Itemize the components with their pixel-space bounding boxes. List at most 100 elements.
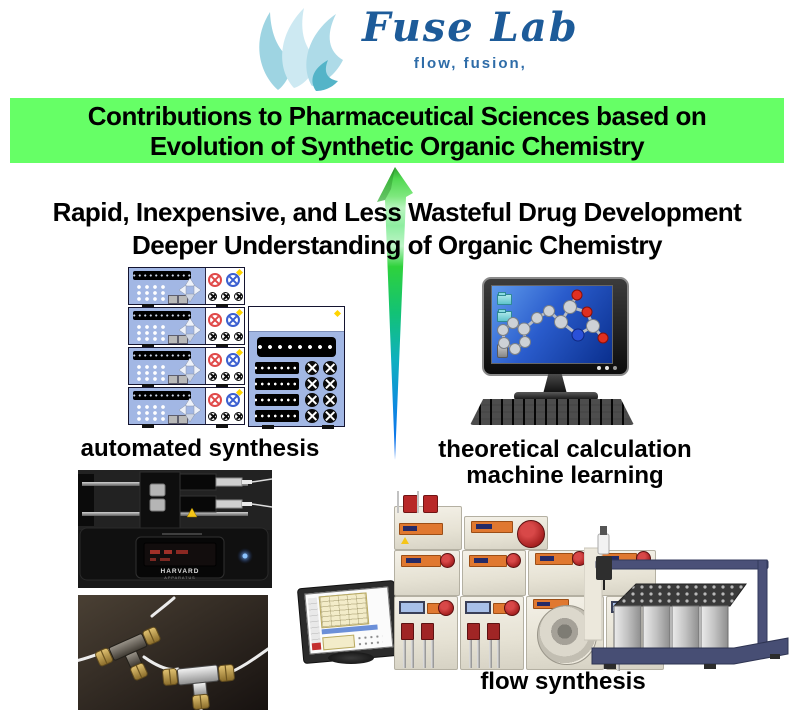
pump-button	[178, 415, 188, 424]
machine-learning-line: machine learning	[466, 462, 664, 489]
headline: Rapid, Inexpensive, and Less Wasteful Dr…	[0, 196, 794, 262]
pump-display	[133, 391, 191, 400]
valve-panel	[205, 348, 244, 384]
knob-icon	[305, 361, 319, 375]
syringe-pump-unit	[128, 307, 245, 345]
knob-icon	[323, 377, 337, 391]
knob-icon	[438, 600, 454, 616]
automated-synthesis-label: automated synthesis	[80, 435, 320, 462]
reagent-bottle	[423, 495, 438, 513]
pump-display	[133, 311, 191, 320]
theoretical-calculation-label: theoretical calculation machine learning	[415, 437, 715, 489]
controller-display	[255, 410, 299, 422]
warning-icon	[401, 537, 409, 544]
pump-button	[178, 295, 188, 304]
logo-text: Fuse Lab flow, fusion,	[362, 2, 579, 72]
valve-icon	[221, 332, 230, 341]
monitor-stand	[543, 374, 567, 394]
flow-pump-module	[394, 596, 458, 670]
jog-arrows-icon	[179, 358, 201, 382]
knob-icon	[440, 553, 455, 568]
monitor-base	[514, 392, 598, 401]
valve-icon	[221, 292, 230, 301]
valve-icon	[208, 332, 217, 341]
flow-module	[462, 550, 526, 596]
pump-keypad	[134, 363, 165, 381]
valve-icon	[234, 412, 243, 421]
knob-icon	[506, 553, 521, 568]
knob-icon	[305, 409, 319, 423]
syringe-pump-unit	[128, 387, 245, 425]
valve-icon	[208, 292, 217, 301]
flow-software-screen	[304, 586, 394, 655]
diamond-icon	[333, 309, 342, 318]
lcd-display	[465, 601, 491, 614]
flow-pump-module	[460, 596, 524, 670]
flow-module	[394, 550, 460, 596]
pump-keypad	[134, 403, 165, 421]
valve-panel	[205, 388, 244, 424]
fraction-collector-illustration	[584, 526, 789, 669]
knob-icon	[305, 377, 319, 391]
controller-display	[255, 362, 299, 374]
monitor-dot	[597, 366, 601, 370]
valve-icon	[234, 332, 243, 341]
flow-synthesis-illustration	[296, 491, 792, 672]
logo: Fuse Lab flow, fusion,	[250, 2, 579, 92]
valve-icon	[226, 353, 240, 367]
knob-icon	[504, 600, 520, 616]
valve-icon	[208, 313, 222, 327]
jog-arrows-icon	[179, 318, 201, 342]
banner-line-1: Contributions to Pharmaceutical Sciences…	[87, 101, 707, 131]
pump-button	[178, 335, 188, 344]
valve-icon	[234, 372, 243, 381]
pump-keypad	[134, 323, 165, 341]
valve-icon	[208, 412, 217, 421]
pump-brand-subtext: APPARATUS	[164, 576, 195, 580]
controller-top-panel	[249, 307, 344, 332]
pump-keypad	[134, 283, 165, 301]
pump-button	[168, 415, 178, 424]
flow-synthesis-label: flow synthesis	[480, 668, 646, 695]
headline-line-2: Deeper Understanding of Organic Chemistr…	[132, 230, 662, 260]
valve-icon	[208, 372, 217, 381]
molecule-model-icon	[497, 289, 609, 355]
valve-icon	[221, 412, 230, 421]
flow-module	[528, 550, 592, 596]
computer-screen	[491, 285, 613, 364]
banner: Contributions to Pharmaceutical Sciences…	[10, 98, 784, 163]
monitor-dot	[613, 366, 617, 370]
flow-module	[464, 516, 548, 550]
logo-title: Fuse Lab	[362, 4, 579, 51]
pump-brand-text: HARVARD	[161, 568, 200, 575]
valve-panel	[205, 308, 244, 344]
knob-icon	[323, 361, 337, 375]
folder-icon	[497, 292, 512, 305]
logo-tagline: flow, fusion,	[413, 55, 527, 72]
valve-icon	[208, 273, 222, 287]
knob-icon	[323, 409, 337, 423]
keyboard-illustration	[470, 399, 634, 425]
theoretical-calculation-line: theoretical calculation	[438, 436, 692, 463]
valve-icon	[221, 372, 230, 381]
monitor-dot	[605, 366, 609, 370]
t-mixer-2	[162, 664, 235, 710]
syringe-pump-unit	[128, 267, 245, 305]
valve-icon	[226, 393, 240, 407]
up-arrow-icon	[377, 167, 413, 460]
pump-display	[133, 271, 191, 280]
syringe-pump-photo: HARVARD APPARATUS	[78, 470, 272, 588]
pump-controller-illustration	[248, 306, 345, 427]
headline-line-1: Rapid, Inexpensive, and Less Wasteful Dr…	[52, 197, 742, 227]
knob-icon	[305, 393, 319, 407]
pump-button	[168, 375, 178, 384]
controller-display	[255, 378, 299, 390]
jog-arrows-icon	[179, 398, 201, 422]
t-mixer-photo	[78, 595, 268, 710]
pump-button	[168, 335, 178, 344]
folder-icon	[497, 309, 512, 322]
pump-display	[133, 351, 191, 360]
flow-monitor-stand	[328, 652, 374, 664]
syringe-pump-unit	[128, 347, 245, 385]
